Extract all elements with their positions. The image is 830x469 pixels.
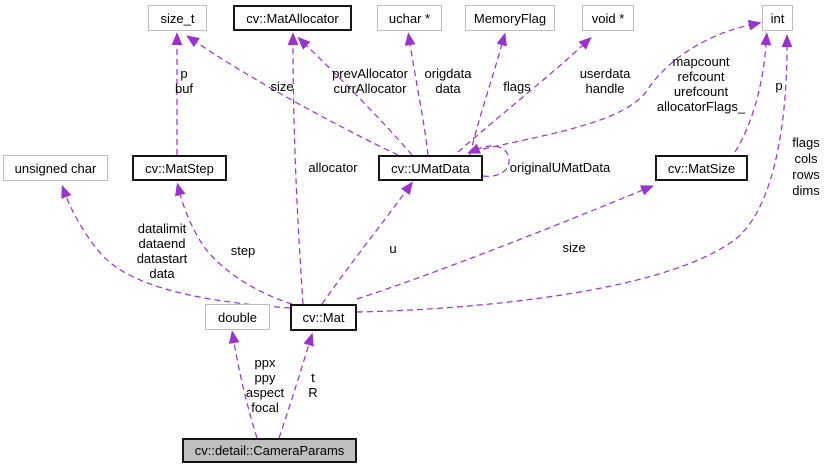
edge-umatdata-to-matallocator — [297, 36, 413, 156]
edge-mat-to-matallocator — [287, 32, 304, 305]
node-size-t: size_t — [148, 5, 207, 31]
edge-label-flags-cols-rows-dims: flags cols rows dims — [792, 135, 820, 198]
node-double: double — [205, 304, 270, 330]
node-cv-umatdata[interactable]: cv::UMatData — [378, 155, 483, 181]
edge-label-origdata-data: origdata data — [424, 66, 472, 96]
edge-label-originalumatdata: originalUMatData — [509, 160, 611, 175]
edge-matsize-to-int — [734, 32, 772, 153]
node-cv-mat[interactable]: cv::Mat — [290, 304, 357, 331]
edge-label-allocator: allocator — [308, 160, 358, 175]
edge-mat-to-umatdata — [321, 181, 414, 305]
node-cv-matstep[interactable]: cv::MatStep — [132, 155, 227, 181]
edge-label-ppx-block: ppx ppy aspect focal — [245, 355, 285, 415]
edge-umatdata-to-sizet — [186, 35, 399, 156]
edge-mat-to-matsize — [356, 185, 655, 300]
edge-cameraparams-to-double — [228, 330, 258, 439]
edge-label-userdata-handle: userdata handle — [579, 66, 631, 96]
edge-label-t-r: t R — [308, 370, 318, 400]
node-cv-matsize[interactable]: cv::MatSize — [655, 155, 748, 181]
edge-cameraparams-to-mat — [278, 332, 314, 439]
edge-umatdata-to-int — [482, 19, 762, 150]
edge-umatdata-to-ucharptr — [404, 32, 429, 156]
edge-label-mapcount-block: mapcount refcount urefcount allocatorFla… — [656, 54, 746, 114]
edge-label-prevallocator-currallocator: prevAllocator currAllocator — [332, 66, 408, 96]
edge-mat-to-matstep — [175, 182, 293, 305]
node-unsigned-char: unsigned char — [3, 155, 108, 181]
edge-label-size-top: size — [270, 79, 294, 94]
node-cv-matallocator[interactable]: cv::MatAllocator — [233, 5, 352, 31]
edge-label-p-right: p — [775, 78, 783, 93]
edge-label-u: u — [389, 241, 397, 256]
edge-label-size-lower: size — [562, 240, 586, 255]
edge-umatdata-to-memoryflag — [469, 32, 507, 156]
edge-label-step: step — [230, 243, 256, 258]
node-cv-detail-cameraparams: cv::detail::CameraParams — [182, 438, 357, 463]
edge-umatdata-self-loop — [466, 143, 510, 177]
edge-label-datalimit-block: datalimit dataend datastart data — [136, 221, 188, 281]
node-void-ptr: void * — [582, 5, 634, 31]
node-uchar-ptr: uchar * — [377, 5, 442, 31]
node-int: int — [762, 5, 793, 31]
edge-mat-to-int — [356, 34, 793, 313]
node-memoryflag: MemoryFlag — [465, 5, 555, 31]
edge-label-p-buf: p buf — [174, 66, 194, 96]
edge-label-flags-top: flags — [503, 79, 531, 94]
edge-umatdata-to-voidptr — [457, 36, 592, 153]
edge-mat-to-unsignedchar — [61, 184, 291, 309]
